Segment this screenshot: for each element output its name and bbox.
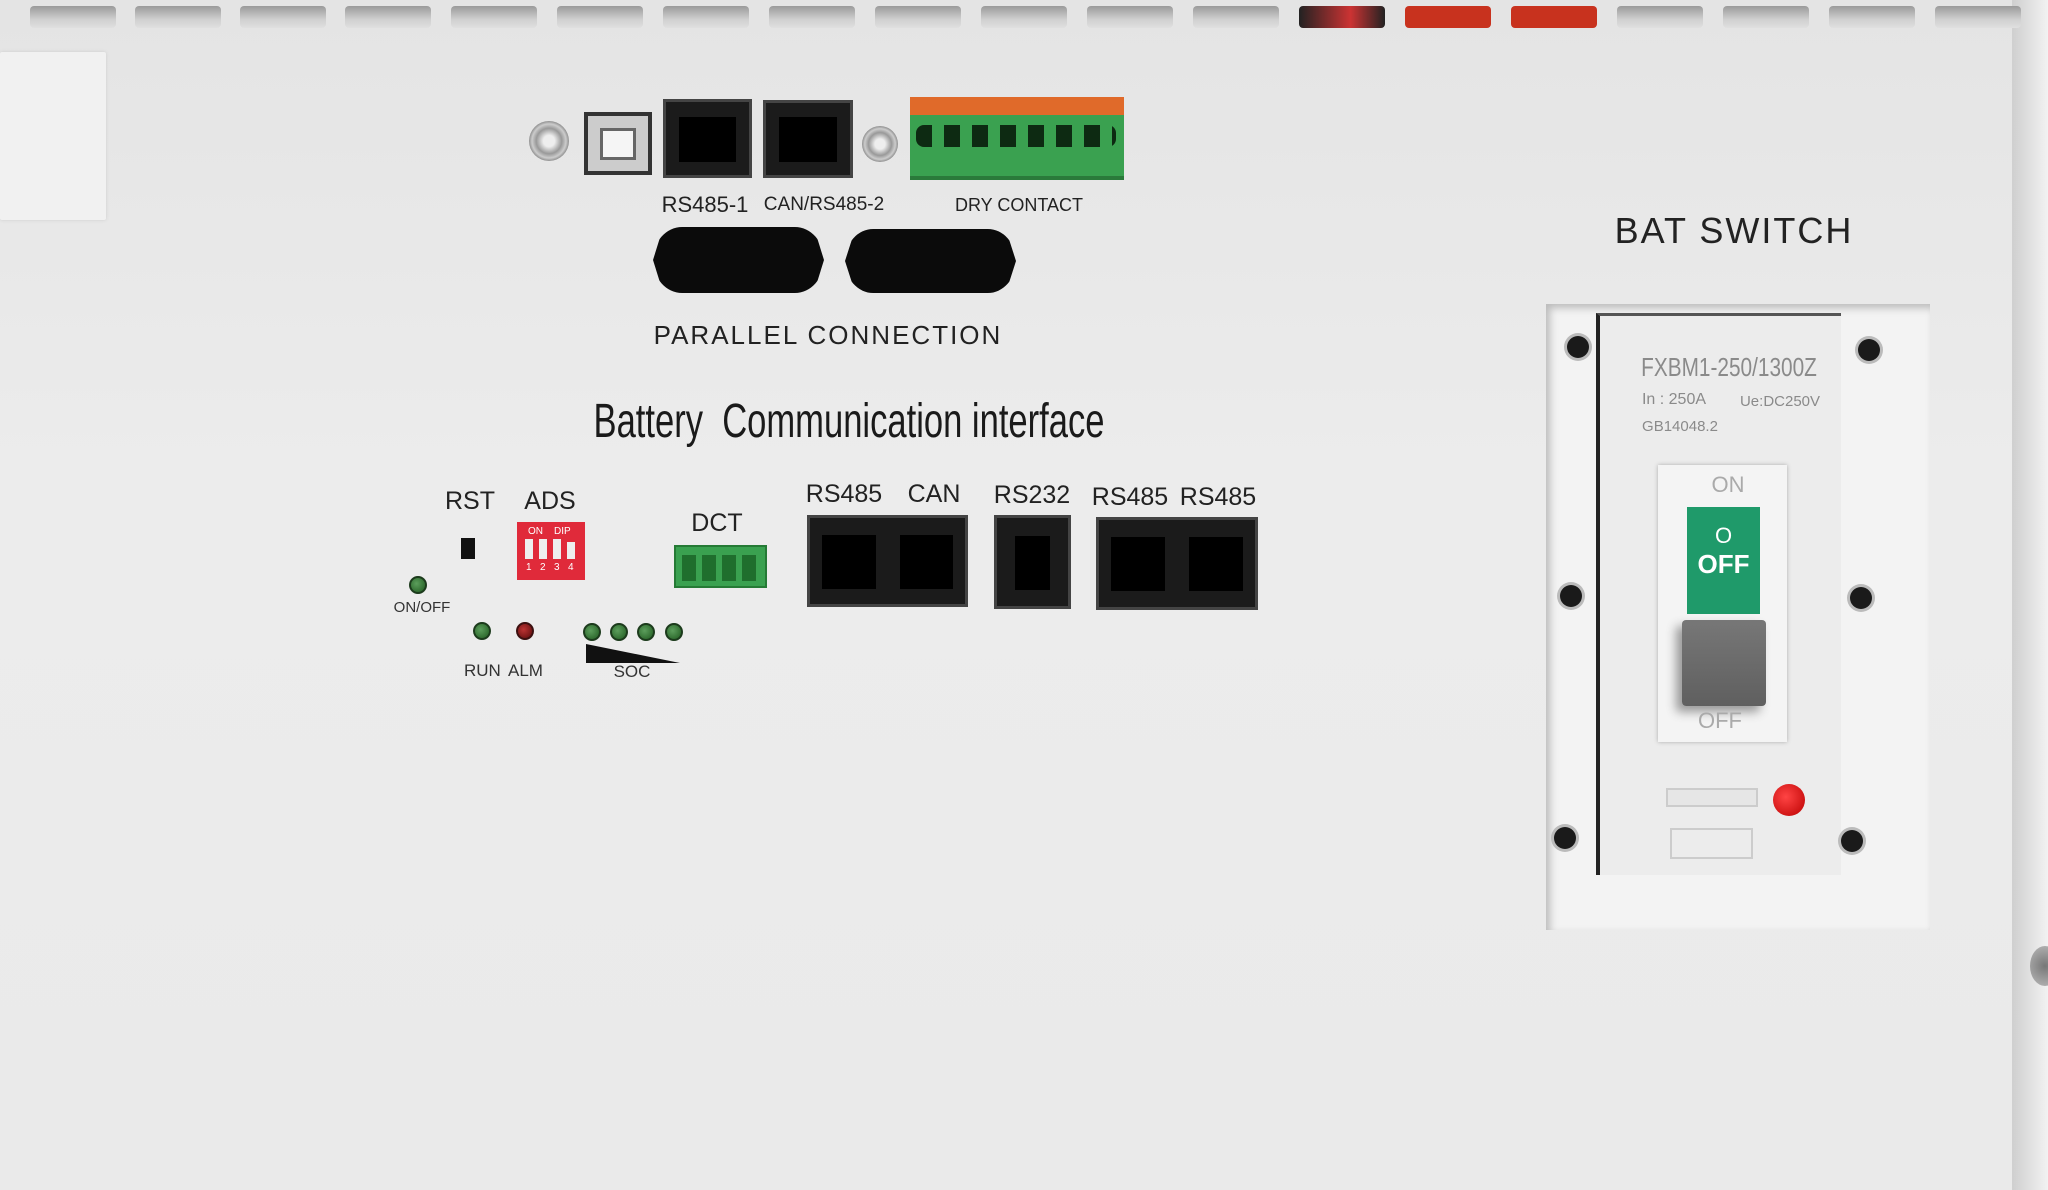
dip-number: 1 [526, 562, 532, 573]
dip-dip-label: DIP [554, 526, 571, 537]
reset-button[interactable] [461, 538, 475, 559]
rs485-label: RS485 [805, 480, 883, 508]
screw-icon [862, 126, 898, 162]
dct-label: DCT [691, 509, 743, 537]
soc-led-3 [637, 623, 655, 641]
breaker-voltage: Ue:DC250V [1739, 393, 1821, 410]
screw-icon [529, 121, 569, 161]
run-label: RUN [464, 661, 501, 680]
indicator-slot [1670, 828, 1753, 859]
soc-label: SOC [613, 662, 651, 681]
rs485-port[interactable] [807, 515, 888, 607]
window-off-text: OFF [1697, 549, 1750, 579]
rs485-port[interactable] [1177, 517, 1258, 610]
bat-switch-title: BAT SWITCH [1614, 210, 1854, 251]
on-label: ON [1711, 472, 1745, 497]
dry-contact-terminal[interactable] [910, 97, 1124, 180]
dry-contact-label: DRY CONTACT [954, 195, 1084, 215]
on-off-led [409, 576, 427, 594]
can-rs485-2-port[interactable] [763, 100, 853, 178]
rs232-port[interactable] [994, 515, 1071, 609]
off-label: OFF [1698, 708, 1742, 733]
on-off-label: ON/OFF [393, 599, 451, 616]
cabinet-knob[interactable] [2030, 946, 2048, 986]
can-port[interactable] [888, 515, 968, 607]
indicator-slot [1666, 788, 1758, 807]
parallel-port-1[interactable] [653, 227, 824, 293]
breaker-current: In : 250A [1641, 391, 1707, 408]
rs485-1-label: RS485-1 [661, 192, 749, 217]
breaker-lever[interactable] [1682, 620, 1766, 706]
screw-hole-icon [1850, 587, 1872, 609]
comm-title: Battery Communication interface [593, 395, 1105, 448]
dip-number: 4 [568, 562, 574, 573]
rs485-label: RS485 [1179, 483, 1257, 511]
rs485-label: RS485 [1091, 483, 1169, 511]
soc-led-2 [610, 623, 628, 641]
usb-b-port[interactable] [584, 112, 652, 175]
soc-led-1 [583, 623, 601, 641]
off-symbol: O [1714, 523, 1733, 548]
dct-terminal[interactable] [674, 545, 767, 588]
alm-led [516, 622, 534, 640]
rs232-label: RS232 [993, 481, 1071, 509]
screw-hole-icon [1858, 339, 1880, 361]
can-rs485-2-label: CAN/RS485-2 [763, 194, 885, 215]
screw-hole-icon [1560, 585, 1582, 607]
can-label: CAN [907, 480, 961, 508]
dip-on-label: ON [528, 526, 543, 537]
alm-label: ALM [508, 661, 543, 680]
run-led [473, 622, 491, 640]
screw-hole-icon [1841, 830, 1863, 852]
ads-label: ADS [524, 487, 576, 515]
breaker-standard: GB14048.2 [1642, 418, 1718, 435]
rs485-1-port[interactable] [663, 99, 752, 178]
cabinet-edge [2012, 0, 2048, 1190]
status-window: O OFF [1687, 507, 1760, 614]
parallel-connection-label: PARALLEL CONNECTION [653, 320, 1003, 350]
breaker-model: FXBM1-250/1300Z [1641, 352, 1817, 382]
sticker [0, 52, 106, 220]
parallel-port-2[interactable] [845, 229, 1016, 293]
dip-number: 3 [554, 562, 560, 573]
screw-hole-icon [1567, 336, 1589, 358]
soc-led-4 [665, 623, 683, 641]
rs485-port[interactable] [1096, 517, 1177, 610]
rst-label: RST [445, 487, 495, 515]
test-button[interactable] [1773, 784, 1805, 816]
dip-number: 2 [540, 562, 546, 573]
screw-hole-icon [1554, 827, 1576, 849]
